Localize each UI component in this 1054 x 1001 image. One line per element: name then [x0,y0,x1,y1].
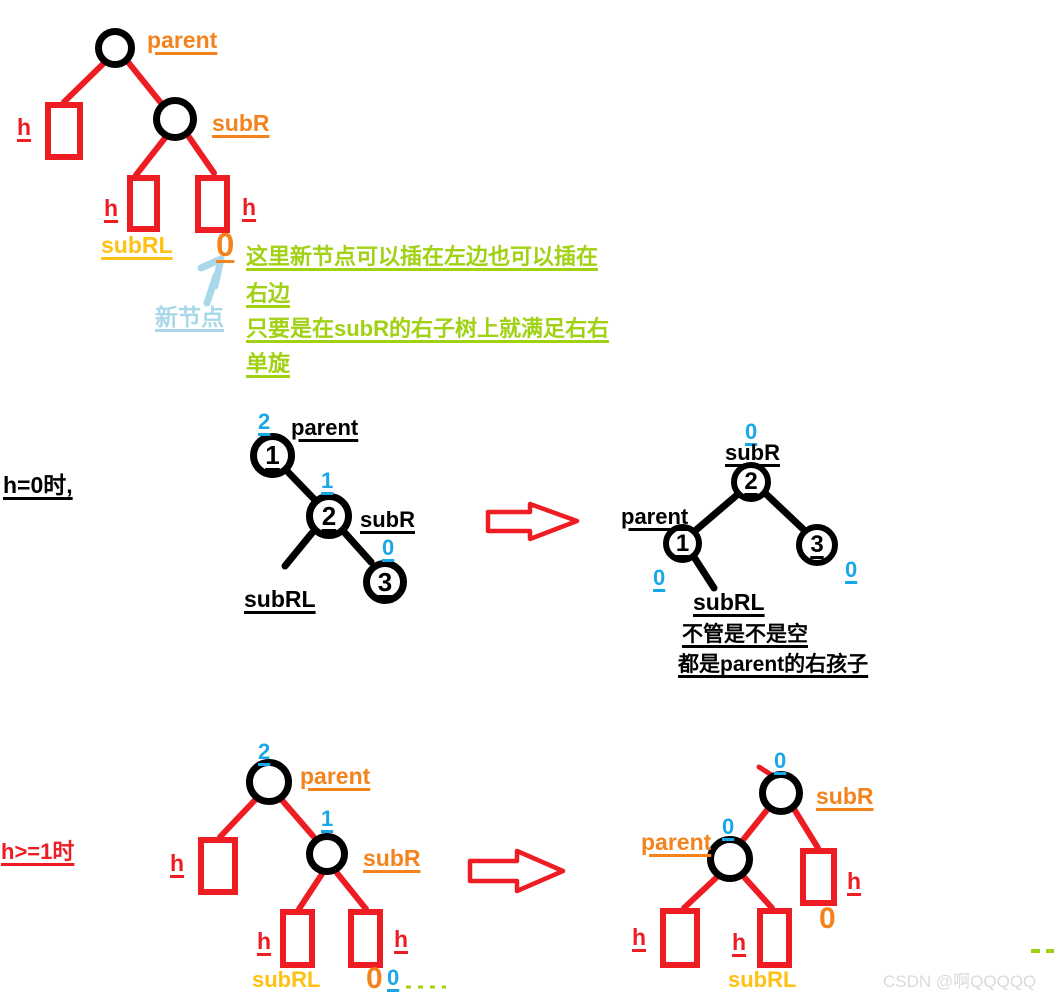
h1-before-edges [217,796,369,912]
h1-before-zero-bf: 0 [387,965,400,990]
green-dash-fragments [406,949,1054,989]
h1-after-edges [681,764,821,911]
top-h-left-label: h [17,114,32,140]
top-parent-node [95,28,135,68]
h0-after-subR-node: 2 [731,462,771,502]
h1-before-parent-label: parent [300,763,371,789]
h1-before-subRL-subtree-rect [280,909,315,968]
h0-after-note-line1: 不管是不是空 [682,623,808,646]
h1-after-parent-node [707,836,753,882]
h0-after-edges [690,490,807,592]
top-subRR-subtree-rect [195,175,230,233]
h1-after-subRL-label: subRL [728,967,797,992]
top-subR-node [153,97,197,141]
h0-before-subR-label: subR [360,507,415,532]
h0-before-parent-key: 1 [265,440,280,470]
h0-after-note-line2: 都是parent的右孩子 [678,653,869,676]
h0-before-edges [281,467,375,570]
h0-before-parent-node: 1 [250,433,295,478]
h1-before-parent-bf: 2 [258,739,271,764]
h1-before-parent-node [246,759,292,805]
h0-before-right-bf: 0 [382,535,395,560]
h0-after-subR-label: subR [725,440,780,465]
h0-before-right-key: 3 [377,566,393,597]
top-h-right-label: h [242,194,257,220]
h0-after-subR-key: 2 [744,468,758,495]
top-note-line4: 单旋 [246,351,291,376]
top-subR-label: subR [212,110,270,136]
h1-before-left-subtree-rect [198,837,238,895]
top-new-node-zero: 0 [216,226,235,263]
h1-after-h-right-label: h [847,868,862,894]
top-note-line1: 这里新节点可以插在左边也可以插在 [246,244,599,269]
h0-after-parent-label: parent [621,504,689,529]
h0-after-right-bf: 0 [845,557,858,582]
h1-before-h-mid-label: h [257,928,272,954]
h1-before-subRR-subtree-rect [348,909,383,968]
top-parent-label: parent [147,27,218,53]
h1-after-h-left-label: h [632,924,647,950]
top-tree-edges [61,59,217,178]
h1-after-parent-label: parent [641,829,712,855]
transform-arrow-icon-h1 [467,848,566,894]
h0-after-right-node: 3 [796,524,838,566]
h1-case-title: h>=1时 [1,839,75,864]
top-subRL-label: subRL [101,232,173,258]
h0-before-subR-bf: 1 [321,468,334,493]
h1-before-subR-bf: 1 [321,806,334,831]
h1-after-left-subtree-rect [660,908,700,968]
h1-after-subRL-subtree-rect [757,908,792,968]
h1-after-parent-bf: 0 [722,814,735,839]
h1-after-subR-label: subR [816,783,874,809]
h1-after-new-node-zero: 0 [819,902,836,935]
h1-before-subR-node [306,833,348,875]
h0-after-parent-key: 1 [675,529,690,557]
h0-before-parent-bf: 2 [258,409,271,434]
top-left-subtree-rect [45,102,83,160]
h0-before-subR-node: 2 [306,493,352,539]
h1-before-h-left-label: h [170,850,185,876]
csdn-watermark: CSDN @啊QQQQQ [883,972,1037,991]
h0-after-right-key: 3 [810,531,824,558]
top-new-node-label: 新节点 [155,304,224,330]
new-node-arrow-icon [197,255,225,307]
h1-before-subR-label: subR [363,845,421,871]
top-subRL-subtree-rect [127,175,160,232]
top-note-line3: 只要是在subR的右子树上就满足右右 [246,316,610,341]
h1-before-new-node-zero: 0 [366,962,383,995]
h0-before-subRL-label: subRL [244,586,316,612]
h0-after-parent-bf: 0 [653,565,666,590]
h1-after-subR-node [759,771,803,815]
h1-before-subRL-label: subRL [252,967,321,992]
top-h-mid-label: h [104,195,119,221]
transform-arrow-icon-h0 [485,501,580,542]
h1-after-right-subtree-rect [800,848,837,906]
h0-after-subR-bf: 0 [745,419,758,444]
h0-case-title: h=0时, [3,472,73,498]
top-note-line2: 右边 [246,281,291,306]
h0-before-parent-label: parent [291,415,359,440]
h0-before-subR-key: 2 [321,500,337,531]
h1-before-h-right-label: h [394,926,409,952]
h0-after-parent-node: 1 [663,524,702,563]
h0-after-subRL-label: subRL [693,589,765,615]
h0-before-right-node: 3 [363,560,407,604]
h1-after-h-mid-label: h [732,929,747,955]
h1-after-subR-bf: 0 [774,748,787,773]
